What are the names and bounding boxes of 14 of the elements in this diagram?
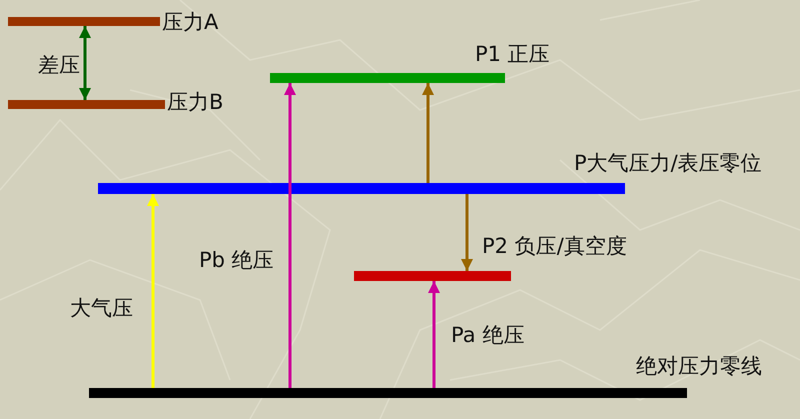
level-label: P1 正压: [475, 42, 550, 66]
double-arrow: [79, 26, 91, 100]
level-label: 绝对压力零线: [636, 354, 762, 378]
arrow: [422, 83, 434, 183]
arrow: [428, 281, 440, 388]
level-label: 压力A: [162, 10, 218, 34]
level-label: 压力B: [167, 90, 224, 114]
edge-label: 差压: [36, 53, 82, 77]
arrow: [147, 194, 159, 388]
level-label: P2 负压/真空度: [482, 234, 627, 258]
arrow: [284, 83, 296, 388]
edge-label: 大气压: [68, 296, 135, 320]
arrow: [461, 194, 473, 271]
level-label: P大气压力/表压零位: [574, 151, 762, 175]
